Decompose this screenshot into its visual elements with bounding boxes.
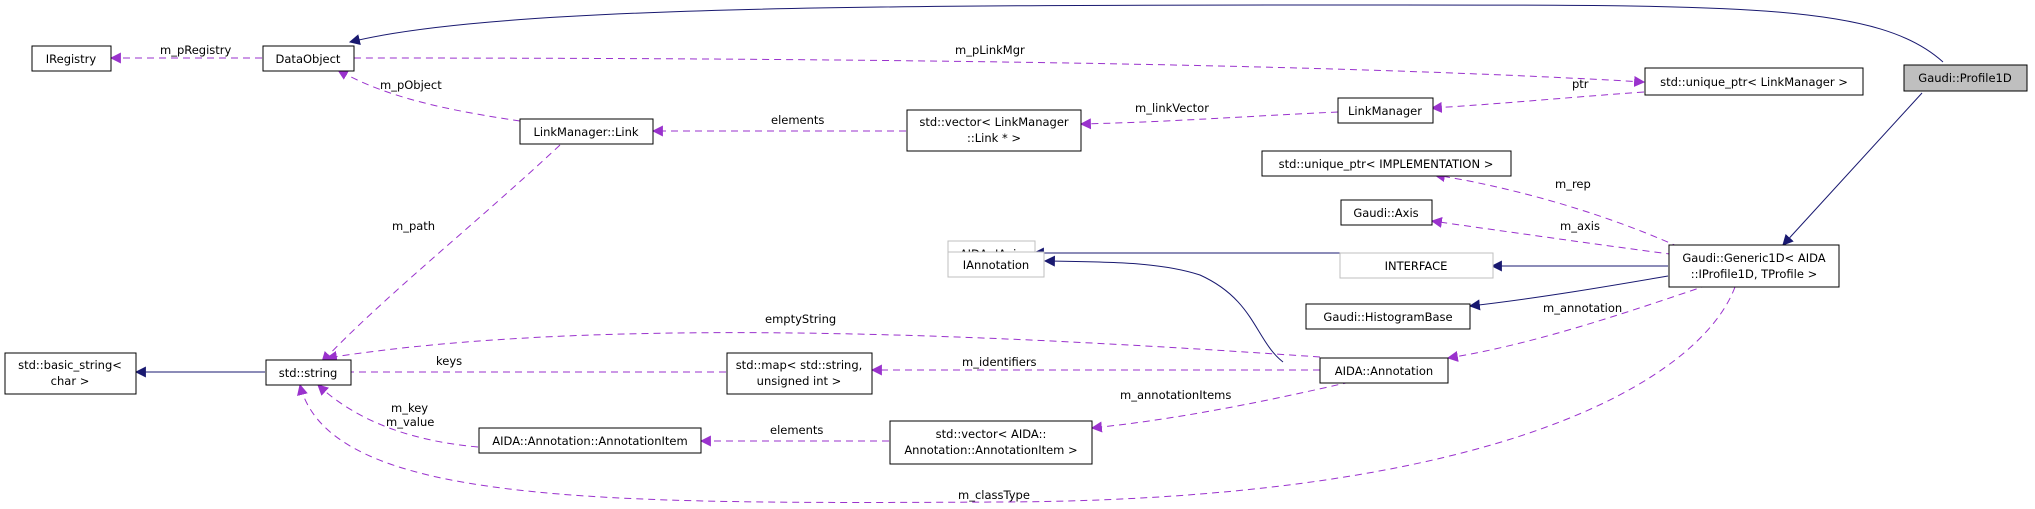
edge-label-m-identifiers: m_identifiers [962, 355, 1037, 369]
edge-annotation-to-string-empty [325, 332, 1321, 362]
edge-label-m-annotation: m_annotation [1543, 301, 1622, 315]
edge-annotation-to-iannotation [1043, 255, 1284, 363]
edge-label-m-key: m_key [391, 401, 428, 415]
edge-label-m-plinkmgr: m_pLinkMgr [955, 43, 1025, 57]
node-vector-annotation-item[interactable]: std::vector< AIDA:: Annotation::Annotati… [889, 420, 1093, 465]
svg-text:std::basic_string<: std::basic_string< [18, 358, 122, 372]
node-linkmanager[interactable]: LinkManager [1337, 97, 1434, 124]
svg-text:std::unique_ptr< IMPLEMENTATIO: std::unique_ptr< IMPLEMENTATION > [1279, 157, 1494, 171]
svg-text:Gaudi::HistogramBase: Gaudi::HistogramBase [1323, 310, 1452, 324]
svg-text:std::vector< LinkManager: std::vector< LinkManager [919, 115, 1069, 129]
node-vector-linkmanager-link[interactable]: std::vector< LinkManager ::Link * > [906, 109, 1082, 152]
svg-text:LinkManager::Link: LinkManager::Link [533, 125, 638, 139]
edge-label-elements-link: elements [771, 113, 824, 127]
node-iannotation[interactable]: IAnnotation [947, 251, 1045, 278]
edge-label-m-axis: m_axis [1560, 219, 1600, 233]
node-std-string[interactable]: std::string [265, 359, 352, 386]
node-aida-annotation[interactable]: AIDA::Annotation [1319, 357, 1449, 384]
edge-label-emptystring: emptyString [765, 312, 836, 326]
svg-text:std::string: std::string [279, 366, 338, 380]
svg-text:::IProfile1D, TProfile >: ::IProfile1D, TProfile > [1691, 267, 1817, 281]
edge-label-m-linkvector: m_linkVector [1135, 101, 1209, 115]
svg-text:Gaudi::Axis: Gaudi::Axis [1353, 206, 1418, 220]
svg-text:::Link * >: ::Link * > [967, 131, 1021, 145]
edge-generic1d-to-unique-ptr-impl [1433, 171, 1691, 253]
edge-label-m-pregistry: m_pRegistry [160, 43, 232, 57]
nodes: Gaudi::Profile1D DataObject IRegistry st… [4, 45, 2028, 465]
svg-text:unsigned int >: unsigned int > [757, 374, 842, 388]
svg-text:char >: char > [51, 374, 90, 388]
edges [109, 4, 1944, 503]
edge-label-m-annotationitems: m_annotationItems [1120, 388, 1231, 402]
edge-annotation-to-vector-item [1090, 381, 1351, 433]
edge-dataobject-to-unique-ptr-lm [353, 57, 1646, 87]
edge-labels: m_pRegistry m_pLinkMgr m_pObject ptr ele… [160, 43, 1622, 502]
edge-label-m-classtype: m_classType [958, 488, 1030, 502]
edge-profile1d-to-generic1d [1782, 92, 1923, 246]
node-iregistry[interactable]: IRegistry [31, 45, 112, 72]
edge-label-m-value: m_value [386, 415, 434, 429]
edge-label-keys: keys [436, 354, 462, 368]
edge-generic1d-to-string-classtype [297, 286, 1736, 503]
svg-text:std::vector< AIDA::: std::vector< AIDA:: [936, 427, 1047, 441]
svg-text:Annotation::AnnotationItem >: Annotation::AnnotationItem > [904, 443, 1077, 457]
svg-text:std::unique_ptr< LinkManager >: std::unique_ptr< LinkManager > [1660, 75, 1848, 89]
edge-linkmanager-to-vector-link [1079, 111, 1339, 130]
node-interface[interactable]: INTERFACE [1339, 252, 1494, 279]
edge-label-m-path: m_path [392, 219, 435, 233]
node-gaudi-profile1d[interactable]: Gaudi::Profile1D [1903, 64, 2028, 92]
edge-generic1d-to-gaudi-axis [1430, 216, 1686, 257]
svg-text:AIDA::Annotation: AIDA::Annotation [1335, 364, 1433, 378]
svg-text:Gaudi::Generic1D< AIDA: Gaudi::Generic1D< AIDA [1682, 251, 1825, 265]
node-dataobject[interactable]: DataObject [262, 45, 355, 72]
svg-text:IAnnotation: IAnnotation [963, 258, 1029, 272]
svg-text:INTERFACE: INTERFACE [1385, 259, 1448, 273]
node-gaudi-axis[interactable]: Gaudi::Axis [1340, 199, 1433, 226]
node-annotation-item[interactable]: AIDA::Annotation::AnnotationItem [478, 427, 702, 454]
edge-unique-ptr-lm-to-linkmanager [1430, 91, 1645, 113]
node-gaudi-histogrambase[interactable]: Gaudi::HistogramBase [1305, 303, 1471, 330]
svg-text:IRegistry: IRegistry [46, 52, 97, 66]
edge-lm-link-to-string [321, 144, 561, 363]
edge-annotation-item-to-string [317, 384, 479, 448]
node-std-basic-string[interactable]: std::basic_string< char > [4, 352, 137, 395]
svg-text:LinkManager: LinkManager [1348, 104, 1422, 118]
node-linkmanager-link[interactable]: LinkManager::Link [519, 118, 654, 145]
edge-generic1d-to-annotation [1446, 284, 1709, 362]
edge-generic1d-to-histogrambase [1468, 275, 1669, 311]
edge-label-elements-item: elements [770, 423, 823, 437]
edge-profile1d-to-dataobject [348, 4, 1944, 63]
edge-lm-link-to-dataobject [337, 69, 521, 122]
edge-label-m-pobject: m_pObject [380, 78, 442, 92]
node-std-map[interactable]: std::map< std::string, unsigned int > [726, 352, 873, 395]
svg-text:DataObject: DataObject [276, 52, 341, 66]
node-gaudi-generic1d[interactable]: Gaudi::Generic1D< AIDA ::IProfile1D, TPr… [1668, 244, 1840, 288]
edge-label-m-rep: m_rep [1555, 177, 1591, 191]
node-unique-ptr-implementation[interactable]: std::unique_ptr< IMPLEMENTATION > [1261, 150, 1512, 177]
edge-label-ptr: ptr [1572, 77, 1589, 91]
svg-text:AIDA::Annotation::AnnotationIt: AIDA::Annotation::AnnotationItem [492, 434, 687, 448]
svg-text:std::map< std::string,: std::map< std::string, [736, 358, 863, 372]
node-unique-ptr-linkmanager[interactable]: std::unique_ptr< LinkManager > [1644, 67, 1864, 96]
svg-text:Gaudi::Profile1D: Gaudi::Profile1D [1918, 71, 2012, 85]
